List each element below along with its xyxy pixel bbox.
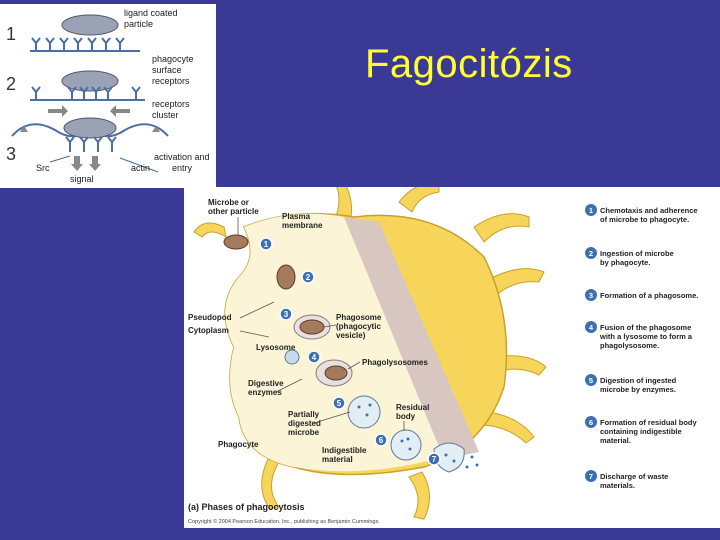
partially-digested: [347, 395, 381, 429]
fig-badge-7: 7: [432, 455, 437, 464]
label-receptors-cluster: receptors: [152, 99, 190, 109]
svg-text:activation and entry: activation and entry: [154, 152, 212, 173]
svg-text:6: 6: [589, 418, 593, 427]
ligand-particle-3: [63, 117, 117, 139]
slide-title: Fagocitózis: [365, 42, 573, 86]
figure-caption: (a) Phases of phagocytosis: [188, 502, 305, 512]
lysosome: [284, 349, 300, 365]
inset-step-1: 1: [6, 24, 16, 44]
label-actin: actin: [131, 163, 150, 173]
cluster-arrows: [48, 105, 130, 117]
ingested-microbe: [276, 264, 296, 290]
fig-badge-4: 4: [312, 353, 317, 362]
fig-badge-3: 3: [284, 310, 289, 319]
label-phagocyte: Phagocyte: [218, 440, 259, 449]
fig-badge-2: 2: [306, 273, 311, 282]
receptor-row-1: [30, 37, 140, 52]
fig-badge-6: 6: [379, 436, 384, 445]
svg-text:4: 4: [589, 323, 594, 332]
label-signal: signal: [70, 174, 94, 184]
receptor-row-3: [65, 136, 117, 152]
svg-text:7: 7: [589, 472, 593, 481]
residual-body: [390, 429, 422, 461]
label-pseudopod: Pseudopod: [188, 313, 232, 322]
microbe: [223, 234, 249, 250]
svg-text:ligand coated particle: ligand coated particle: [124, 8, 180, 29]
fig-badge-1: 1: [264, 240, 269, 249]
receptor-row-2: [30, 86, 145, 101]
figure-copyright: Copyright © 2004 Pearson Education, Inc.…: [188, 518, 380, 525]
svg-text:receptors cluster: receptors cluster: [152, 99, 192, 120]
waste-dots: [357, 403, 479, 469]
label-cytoplasm: Cytoplasm: [188, 326, 229, 335]
svg-text:Formation of a phagosome.: Formation of a phagosome.: [600, 291, 698, 300]
figure-step-badges: [259, 237, 441, 466]
inset-step-2: 2: [6, 74, 16, 94]
inset-step-3: 3: [6, 144, 16, 164]
receptor-schematic: 1 2 3: [0, 4, 216, 188]
svg-text:phagocyte surface: phagocyte surface receptors: [152, 54, 196, 86]
svg-text:3: 3: [589, 291, 593, 300]
svg-text:2: 2: [589, 249, 593, 258]
ligand-particle-2: [61, 70, 119, 92]
svg-text:1: 1: [589, 206, 593, 215]
label-ligand: ligand coated: [124, 8, 178, 18]
ligand-particle-1: [61, 14, 119, 36]
label-src: Src: [36, 163, 50, 173]
signal-arrows: [20, 126, 160, 171]
svg-text:5: 5: [589, 376, 593, 385]
fig-badge-5: 5: [337, 399, 342, 408]
label-activation: activation and: [154, 152, 210, 162]
label-phagocyte-receptors: phagocyte: [152, 54, 194, 64]
cut-plane: [344, 217, 479, 459]
label-phagolysosomes: Phagolysosomes: [362, 358, 428, 367]
label-lysosome: Lysosome: [256, 343, 296, 352]
